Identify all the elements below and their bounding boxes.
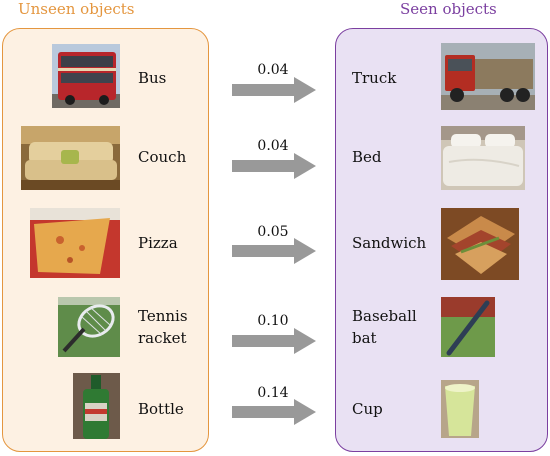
seen-objects-heading: Seen objects (400, 0, 497, 18)
right-arrow-icon (232, 238, 316, 264)
right-arrow-icon (232, 399, 316, 425)
cup-photo (441, 380, 479, 438)
right-arrow-icon (232, 77, 316, 103)
seen-label-truck: Truck (352, 69, 397, 87)
seen-label-bed: Bed (352, 148, 382, 166)
similarity-score: 0.04 (257, 138, 289, 154)
bus-photo (52, 44, 120, 108)
similarity-score: 0.05 (257, 224, 289, 240)
sandwich-photo (441, 208, 519, 280)
unseen-objects-heading: Unseen objects (18, 0, 135, 18)
unseen-label-bus: Bus (138, 69, 167, 87)
truck-photo (441, 43, 535, 110)
unseen-label-pizza: Pizza (138, 234, 178, 252)
similarity-score: 0.10 (257, 313, 289, 329)
couch-photo (21, 126, 120, 190)
seen-label-cup: Cup (352, 400, 383, 418)
similarity-score: 0.04 (257, 62, 289, 78)
right-arrow-icon (232, 153, 316, 179)
baseball-bat-photo (441, 297, 495, 357)
pizza-photo (30, 208, 120, 278)
tennis-racket-photo (58, 297, 120, 357)
right-arrow-icon (232, 328, 316, 354)
similarity-score: 0.14 (257, 385, 289, 401)
unseen-label-bottle: Bottle (138, 400, 184, 418)
bed-photo (441, 126, 525, 190)
unseen-label-couch: Couch (138, 148, 187, 166)
seen-label-sandwich: Sandwich (352, 234, 427, 252)
bottle-photo (73, 373, 120, 439)
